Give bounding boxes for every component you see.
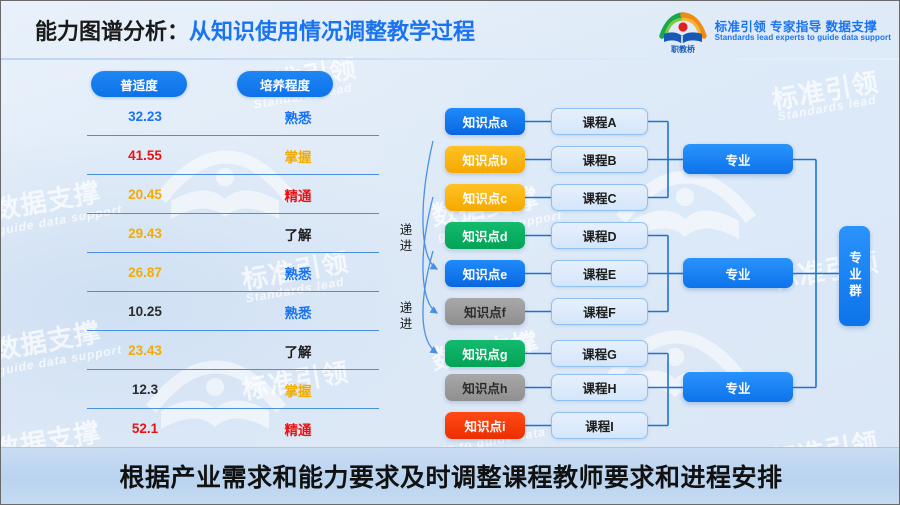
node-knowledge-point[interactable]: 知识点i (445, 412, 525, 439)
cell-training-level: 熟悉 (284, 266, 312, 282)
node-knowledge-point[interactable]: 知识点h (445, 374, 525, 401)
footer-banner-text: 根据产业需求和能力要求及时调整课程教师要求和进程安排 (119, 464, 783, 492)
cell-training-level: 精通 (284, 188, 312, 204)
node-major[interactable]: 专业 (683, 144, 793, 174)
page-title: 能力图谱分析：从知识使用情况调整教学过程 (35, 14, 475, 46)
row-divider (87, 369, 379, 370)
brand-slogan-cn: 标准引领 专家指导 数据支撑 (714, 19, 878, 34)
node-course[interactable]: 课程A (551, 108, 648, 135)
page-title-primary: 能力图谱分析： (35, 19, 190, 44)
cell-training-level: 精通 (284, 422, 312, 438)
node-course[interactable]: 课程H (551, 374, 648, 401)
table-header-row: 普适度 培养程度 (75, 71, 365, 97)
progression-label-upper: 递进 (399, 223, 413, 253)
brand-text: 标准引领 专家指导 数据支撑 Standards lead experts to… (715, 20, 891, 43)
metrics-table: 普适度 培养程度 32.23 熟悉 41.55 掌握 20.45 精通 29.43 了解 26.… (75, 71, 379, 448)
cell-training-level: 熟悉 (284, 305, 312, 321)
cell-training-level: 掌握 (284, 383, 312, 399)
node-knowledge-point[interactable]: 知识点e (445, 260, 525, 287)
cell-training-level: 了解 (284, 344, 312, 360)
cell-suitability-value: 10.25 (128, 304, 162, 319)
table-row: 12.3 掌握 (75, 370, 379, 409)
cell-suitability-value: 20.45 (128, 187, 162, 202)
cell-training-level: 掌握 (284, 149, 312, 165)
node-course[interactable]: 课程G (551, 340, 648, 367)
brand-logo-icon: 职教桥 (657, 9, 709, 54)
brand-lockup: 职教桥 标准引领 专家指导 数据支撑 Standards lead expert… (657, 9, 891, 54)
cell-suitability-value: 41.55 (128, 148, 162, 163)
row-divider (87, 330, 379, 331)
table-row: 20.45 精通 (75, 175, 379, 214)
cell-training-level: 熟悉 (284, 110, 312, 126)
cell-training-level: 了解 (284, 227, 312, 243)
table-row: 26.87 熟悉 (75, 253, 379, 292)
cell-suitability-value: 12.3 (131, 382, 159, 397)
node-course[interactable]: 课程D (551, 222, 648, 249)
node-knowledge-point[interactable]: 知识点d (445, 222, 525, 249)
cell-suitability-value: 32.23 (128, 109, 162, 124)
node-knowledge-point[interactable]: 知识点g (445, 340, 525, 367)
row-divider (87, 174, 379, 175)
brand-slogan-en: Standards lead experts to guide data sup… (714, 32, 891, 42)
row-divider (87, 291, 379, 292)
node-knowledge-point[interactable]: 知识点f (445, 298, 525, 325)
row-divider (87, 408, 379, 409)
node-knowledge-point[interactable]: 知识点c (445, 184, 525, 211)
table-row: 10.25 熟悉 (75, 292, 379, 331)
header-divider (1, 58, 899, 60)
row-divider (87, 252, 379, 253)
table-row: 29.43 了解 (75, 214, 379, 253)
node-knowledge-point[interactable]: 知识点a (445, 108, 525, 135)
node-course[interactable]: 课程I (551, 412, 648, 439)
node-major-group[interactable]: 专业群 (839, 226, 870, 326)
node-knowledge-point[interactable]: 知识点b (445, 146, 525, 173)
cell-suitability-value: 26.87 (128, 265, 162, 280)
cell-suitability-value: 23.43 (128, 343, 162, 358)
node-course[interactable]: 课程C (551, 184, 648, 211)
table-row: 32.23 熟悉 (75, 97, 379, 136)
row-divider (87, 213, 379, 214)
node-major[interactable]: 专业 (683, 258, 793, 288)
footer-banner: 根据产业需求和能力要求及时调整课程教师要求和进程安排 (1, 447, 899, 504)
cell-suitability-value: 52.1 (131, 421, 159, 436)
node-course[interactable]: 课程F (551, 298, 648, 325)
column-header-training-level: 培养程度 (237, 71, 333, 97)
node-course[interactable]: 课程B (551, 146, 648, 173)
table-row: 23.43 了解 (75, 331, 379, 370)
page-title-accent: 从知识使用情况调整教学过程 (189, 19, 476, 44)
header-bar: 能力图谱分析：从知识使用情况调整教学过程 职教桥 标准引领 专家指导 数据支撑 … (1, 1, 899, 60)
node-course[interactable]: 课程E (551, 260, 648, 287)
column-header-suitability: 普适度 (91, 71, 187, 97)
node-major[interactable]: 专业 (683, 372, 793, 402)
progression-label-lower: 递进 (399, 301, 413, 331)
cell-suitability-value: 29.43 (128, 226, 162, 241)
row-divider (87, 135, 379, 136)
table-row: 41.55 掌握 (75, 136, 379, 175)
svg-text:职教桥: 职教桥 (671, 44, 696, 53)
